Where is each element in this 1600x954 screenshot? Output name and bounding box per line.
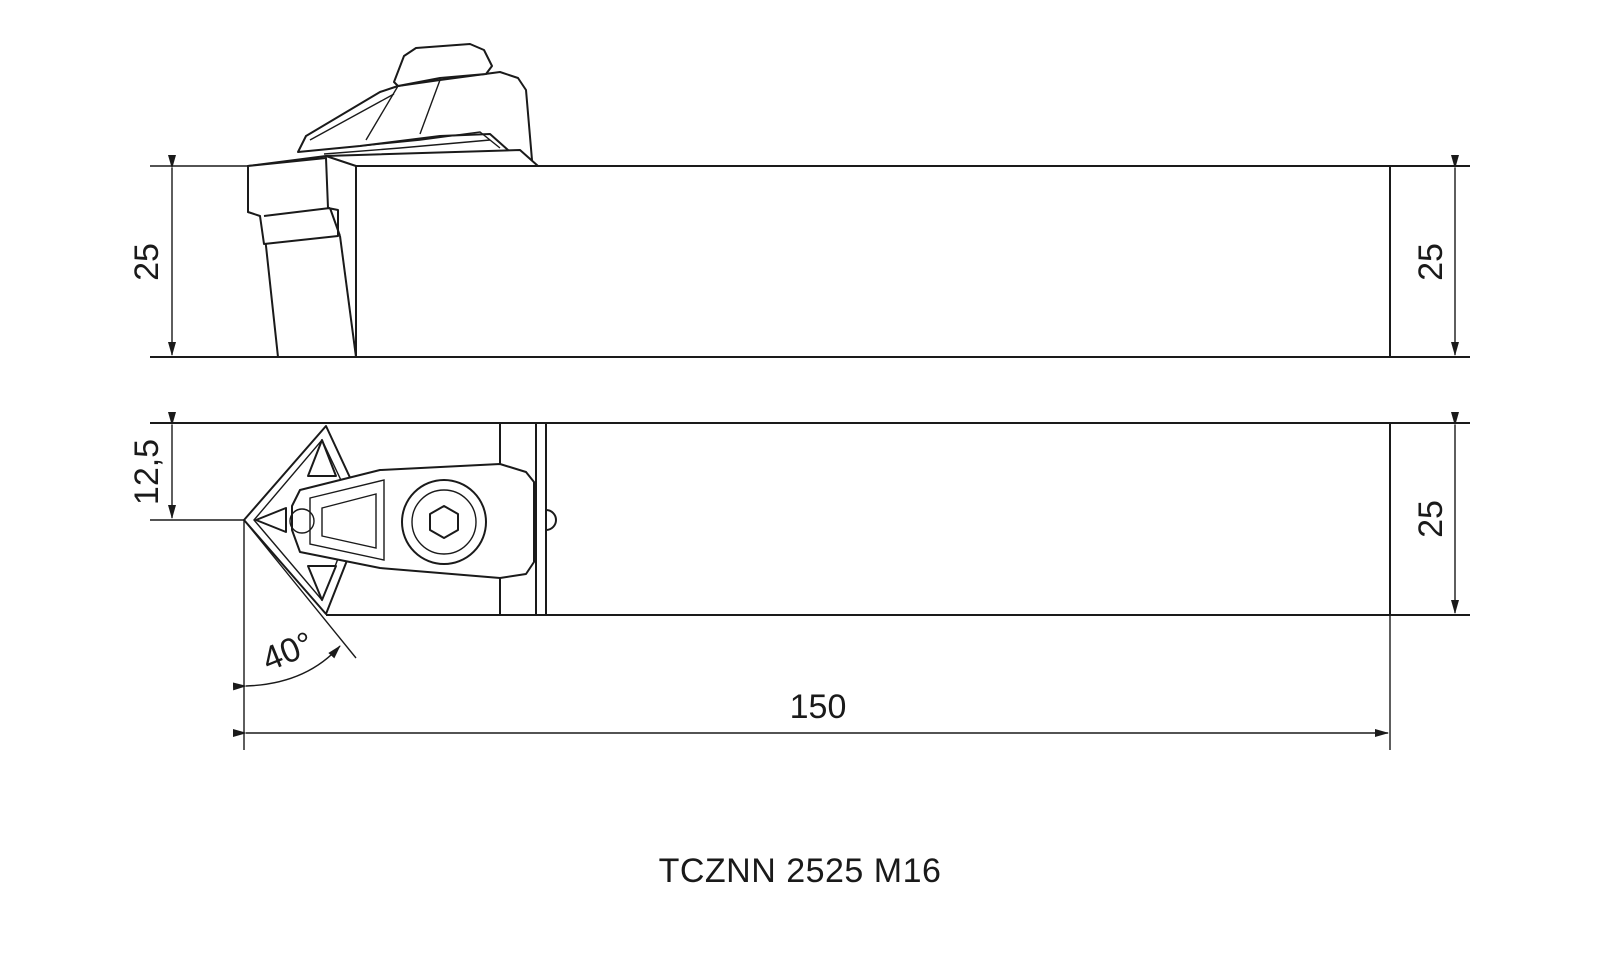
side-view: 25 25 — [128, 43, 1470, 358]
clamp-cap — [393, 43, 493, 87]
top-width-label: 25 — [1412, 500, 1450, 538]
side-height-left-label: 25 — [128, 243, 166, 281]
insert-triangle-left — [255, 507, 287, 533]
angle-arc — [232, 645, 341, 691]
insert-side — [247, 157, 339, 245]
top-view: 12,5 25 40° 150 — [128, 412, 1470, 750]
drawing-caption: TCZNN 2525 M16 — [658, 852, 942, 890]
overall-length-label: 150 — [790, 688, 847, 726]
insert-triangle-top — [307, 439, 337, 477]
hex-socket — [429, 505, 459, 539]
insert-triangle-bottom — [307, 565, 337, 601]
side-height-right-label: 25 — [1412, 243, 1450, 281]
angle-edge-extension — [243, 519, 357, 659]
top-offset-label: 12,5 — [128, 439, 166, 505]
